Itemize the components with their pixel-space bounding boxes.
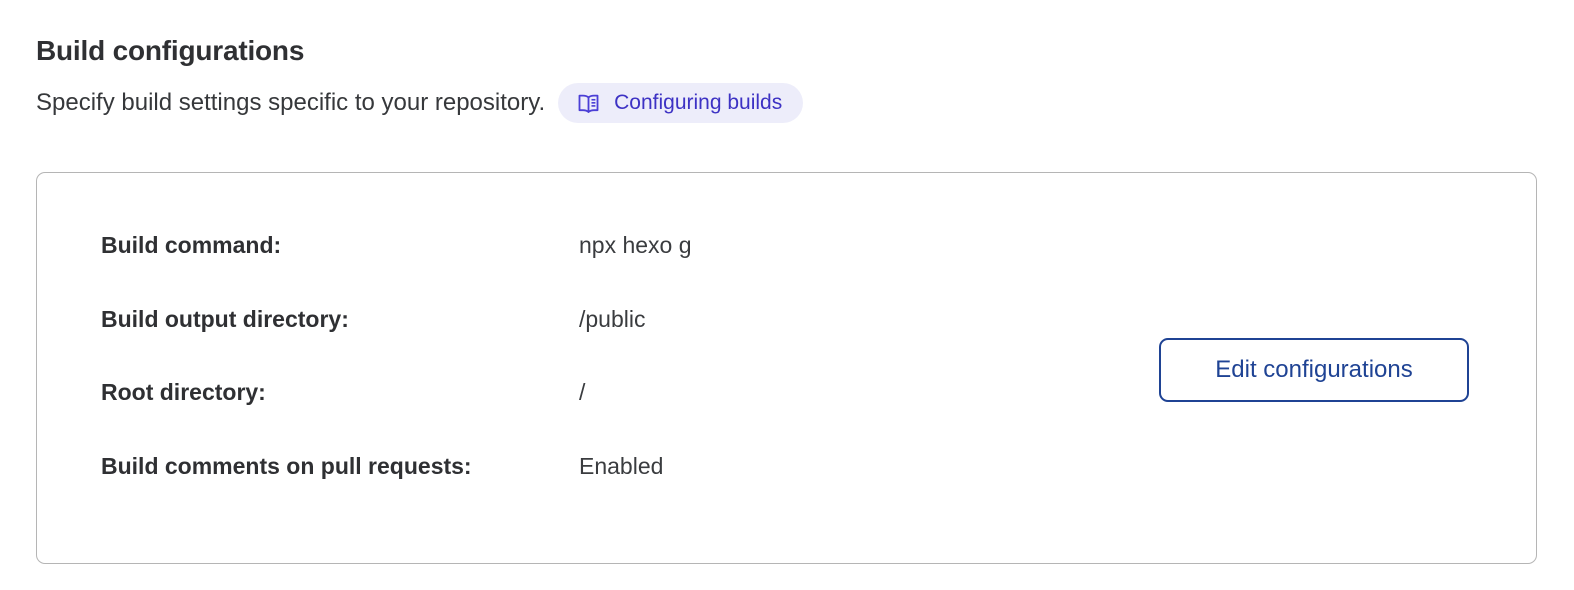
card-inner: Build command: npx hexo g Build output d… — [37, 173, 1536, 563]
book-icon — [577, 92, 600, 115]
config-row-build-command: Build command: npx hexo g — [101, 231, 692, 305]
config-row-root-directory: Root directory: / — [101, 378, 692, 452]
config-label: Build command: — [101, 232, 282, 258]
config-row-build-comments-on-pull-requests: Build comments on pull requests: Enabled — [101, 452, 692, 526]
config-row-build-output-directory: Build output directory: /public — [101, 305, 692, 379]
doc-badge-label: Configuring builds — [614, 91, 783, 114]
edit-configurations-button[interactable]: Edit configurations — [1159, 338, 1469, 402]
build-configurations-card: Build command: npx hexo g Build output d… — [36, 172, 1537, 564]
page-title: Build configurations — [36, 35, 305, 66]
config-label: Root directory: — [101, 379, 266, 405]
config-value: / — [579, 379, 586, 405]
section-description: Specify build settings specific to your … — [36, 89, 546, 116]
config-value: npx hexo g — [579, 232, 692, 258]
subtitle-row: Specify build settings specific to your … — [36, 83, 1538, 123]
config-value: /public — [579, 305, 646, 332]
build-configuration-list: Build command: npx hexo g Build output d… — [101, 231, 692, 525]
config-label: Build output directory: — [101, 305, 349, 332]
config-value: Enabled — [579, 452, 664, 479]
configuring-builds-doc-link[interactable]: Configuring builds — [558, 83, 804, 123]
section-header: Build configurations Specify build setti… — [36, 34, 1538, 123]
config-label: Build comments on pull requests: — [101, 452, 472, 479]
